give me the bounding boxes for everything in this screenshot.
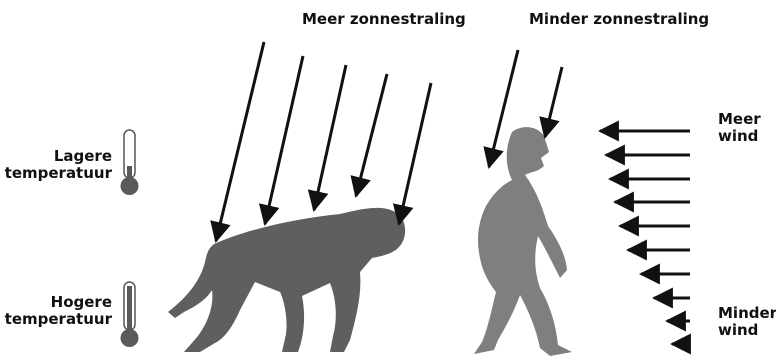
sun-rays-more <box>216 42 431 241</box>
more-wind-label: Meer wind <box>718 111 761 145</box>
quadruped-silhouette <box>168 208 405 352</box>
thermometer-icon <box>121 282 139 347</box>
higher-temperature-label: Hogere temperatuur <box>5 294 112 328</box>
more-sun-label: Meer zonnestraling <box>302 11 466 28</box>
less-sun-label: Minder zonnestraling <box>529 11 709 28</box>
less-wind-label: Minder wind <box>718 305 776 339</box>
thermometer-icon <box>121 130 139 195</box>
biped-silhouette <box>474 127 572 356</box>
wind-arrows <box>600 131 690 344</box>
lower-temperature-label: Lagere temperatuur <box>5 148 112 182</box>
